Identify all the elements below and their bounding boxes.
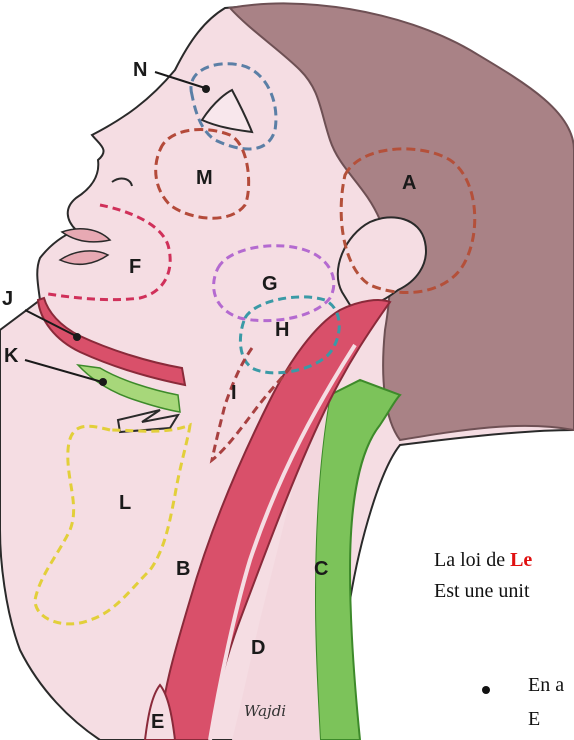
zone-label-d: D bbox=[251, 637, 265, 659]
zone-label-m: M bbox=[196, 167, 213, 189]
pointer-dot-n bbox=[202, 85, 210, 93]
text-line-1-highlight: Le bbox=[510, 549, 532, 571]
zone-label-l: L bbox=[119, 492, 131, 514]
pointer-dot-k bbox=[99, 378, 107, 386]
bullet-text-2: E bbox=[528, 708, 540, 731]
bullet-text-1: En a bbox=[528, 674, 564, 697]
bullet-dot-1 bbox=[482, 686, 490, 694]
zone-label-h: H bbox=[275, 319, 289, 341]
zone-label-n: N bbox=[133, 59, 147, 81]
zone-label-g: G bbox=[262, 273, 278, 295]
zone-label-e: E bbox=[151, 711, 164, 733]
text-line-1: La loi de Le bbox=[434, 549, 532, 572]
zone-label-j: J bbox=[2, 288, 13, 310]
text-line-2: Est une unit bbox=[434, 580, 530, 603]
zone-label-c: C bbox=[314, 558, 328, 580]
zone-label-b: B bbox=[176, 558, 190, 580]
artist-signature: Wajdi bbox=[244, 702, 286, 720]
zone-label-i: I bbox=[231, 382, 237, 404]
text-line-1-prefix: La loi de bbox=[434, 549, 510, 571]
zone-label-k: K bbox=[4, 345, 19, 367]
pointer-dot-j bbox=[73, 333, 81, 341]
zone-label-f: F bbox=[129, 256, 141, 278]
zone-label-a: A bbox=[402, 172, 416, 194]
